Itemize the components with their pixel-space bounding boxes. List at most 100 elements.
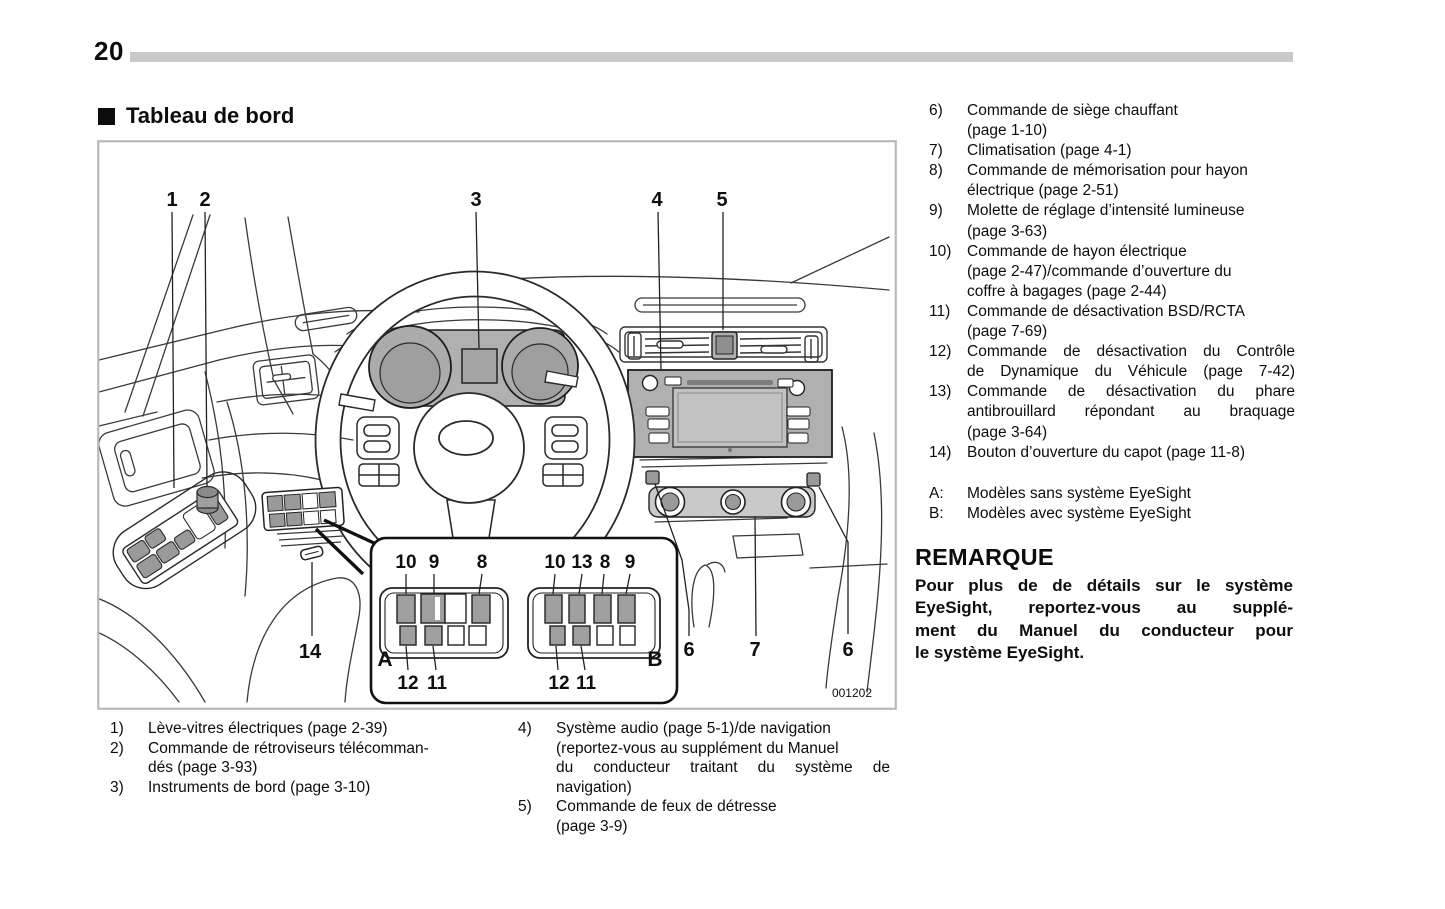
text-line: Modèles avec système EyeSight — [967, 504, 1191, 522]
list-item-9: 9) Molette de réglage d’intensité lumine… — [915, 201, 1295, 241]
right-column: 6) Commande de siège chauffant (page 1-1… — [915, 101, 1295, 665]
text-line: Commande de désactivation BSD/RCTA — [967, 302, 1245, 320]
dashboard-figure-frame: 1 2 3 4 5 14 6 7 6 — [96, 140, 897, 710]
list-item-14: 14) Bouton d’ouverture du capot (page 11… — [915, 443, 1295, 463]
inset-callout-11-a: 11 — [427, 673, 448, 694]
text-line: (page 7-69) — [967, 323, 1048, 341]
audio-knob-left — [641, 374, 659, 392]
item-number: 4) — [518, 720, 532, 737]
defroster-vent — [634, 297, 806, 313]
header-rule — [130, 52, 1293, 62]
model-a-line: A: Modèles sans système EyeSight — [915, 484, 1295, 504]
center-air-vents — [619, 326, 828, 363]
list-item-8: 8) Commande de mémorisation pour hayon é… — [915, 161, 1295, 201]
lower-dash-grille — [276, 529, 346, 547]
text-line: Commande de rétroviseurs télécomman- — [148, 739, 429, 757]
caption-item-2: 2) Commande de rétroviseurs télécomman- … — [108, 739, 513, 778]
text-line: Commande de désactivation du Contrôle — [967, 343, 1295, 361]
item-number: 5) — [518, 798, 532, 816]
door-switch-cluster — [112, 471, 257, 590]
item-number: 3) — [110, 778, 124, 796]
item-number: 7) — [929, 142, 943, 160]
text-line: du conducteur traitant du système de — [556, 759, 890, 777]
inset-callout-10-b: 10 — [544, 552, 565, 573]
text-line: (page 2-47)/commande d’ouverture du — [967, 262, 1232, 280]
text-line: EyeSight, reportez-vous au supplé- — [915, 598, 1293, 618]
cluster-display — [461, 348, 498, 384]
text-line: (reportez-vous au supplément du Manuel — [556, 739, 839, 757]
list-item-7: 7) Climatisation (page 4-1) — [915, 141, 1295, 161]
figure-callout-1: 1 — [166, 189, 177, 211]
seat-heater-switch-right — [806, 472, 821, 487]
item-number: A: — [929, 484, 944, 502]
figure-callout-7: 7 — [749, 639, 760, 661]
text-line: navigation) — [556, 778, 632, 796]
text-line: Instruments de bord (page 3-10) — [148, 778, 371, 796]
item-number: 2) — [110, 739, 124, 757]
dashboard-line-art — [96, 214, 890, 703]
steering-emblem — [438, 420, 494, 456]
list-item-12: 12) Commande de désactivation du Contrôl… — [915, 342, 1295, 382]
text-line: ment du Manuel du conducteur pour — [915, 620, 1293, 640]
inset-panel-a — [379, 587, 509, 659]
figure-border — [97, 140, 897, 710]
figure-callout-5: 5 — [716, 189, 727, 211]
model-b-line: B: Modèles avec système EyeSight — [915, 504, 1295, 524]
lower-dash-switch-panel — [261, 486, 345, 532]
item-number: 6) — [929, 102, 943, 119]
audio-navigation-unit — [627, 369, 833, 458]
inset-label-a: A — [377, 648, 392, 671]
inset-callout-11-b: 11 — [576, 673, 597, 694]
list-item-6: 6) Commande de siège chauffant (page 1-1… — [915, 101, 1295, 141]
text-line: Système audio (page 5-1)/de navigation — [556, 720, 831, 737]
figure-callout-6-right: 6 — [842, 639, 853, 661]
text-line: Commande de feux de détresse — [556, 798, 777, 816]
text-line: coffre à bagages (page 2-44) — [967, 282, 1167, 300]
item-number: B: — [929, 504, 944, 522]
text-line: Lève-vitres électriques (page 2-39) — [148, 720, 388, 737]
figure-callout-4: 4 — [651, 189, 663, 211]
text-line: Commande de mémorisation pour hayon — [967, 162, 1248, 180]
list-item-10: 10) Commande de hayon électrique (page 2… — [915, 242, 1295, 302]
page-number: 20 — [94, 36, 124, 66]
turn-signal-stalk — [338, 393, 376, 412]
figure-callout-14: 14 — [299, 641, 322, 663]
text-line: dés (page 3-93) — [148, 759, 258, 777]
item-number: 9) — [929, 202, 943, 220]
text-line: le système EyeSight. — [915, 643, 1085, 663]
wiper-stalk — [544, 370, 579, 388]
inset-switch-detail-box: 10 9 8 12 11 10 13 8 9 12 11 A B — [369, 536, 679, 705]
text-line: antibrouillard répondant au braquage — [967, 403, 1295, 421]
inset-callout-9-b: 9 — [625, 552, 636, 573]
text-line: Commande de siège chauffant — [967, 102, 1178, 119]
figure-callout-6-left: 6 — [683, 639, 694, 661]
inset-leader-lines — [405, 573, 631, 671]
note-paragraph: Pour plus de de détails sur le système E… — [915, 575, 1293, 665]
list-item-13: 13) Commande de désactivation du phare a… — [915, 382, 1295, 442]
figure-callout-3: 3 — [470, 189, 481, 211]
hazard-switch — [711, 331, 738, 360]
section-square-marker — [98, 107, 115, 125]
text-line: Commande de hayon électrique — [967, 242, 1187, 260]
text-line: Bouton d’ouverture du capot (page 11-8) — [967, 443, 1246, 461]
inset-panel-b — [527, 587, 661, 659]
inset-callout-12-a: 12 — [397, 673, 418, 694]
text-line: Modèles sans système EyeSight — [967, 484, 1191, 502]
text-line: (page 3-63) — [967, 222, 1048, 240]
item-number: 11) — [929, 302, 951, 320]
text-line: électrique (page 2-51) — [967, 182, 1119, 200]
mirror-control-knob — [196, 485, 219, 499]
item-number: 12) — [929, 343, 952, 361]
figure-callout-2: 2 — [199, 189, 210, 211]
section-title: Tableau de bord — [126, 103, 295, 128]
inset-projection-lines — [314, 518, 375, 576]
steering-wheel — [314, 270, 636, 610]
audio-screen — [672, 387, 788, 448]
text-line: (page 3-64) — [967, 423, 1048, 441]
inset-callout-8-a: 8 — [477, 552, 488, 573]
text-line: Climatisation (page 4-1) — [967, 142, 1132, 160]
figure-code: 001202 — [832, 686, 872, 700]
seat-heater-switch-left — [645, 470, 660, 485]
inset-callout-9-a: 9 — [429, 552, 440, 573]
inset-callout-10-a: 10 — [395, 552, 416, 573]
